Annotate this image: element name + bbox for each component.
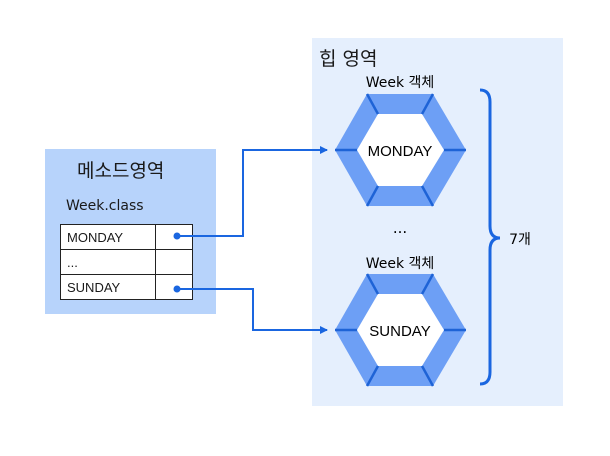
table-row: SUNDAY — [60, 274, 193, 300]
hexagon-inner — [357, 114, 444, 186]
hexagon-inner — [357, 294, 444, 366]
week-object-sunday: SUNDAY — [335, 273, 466, 387]
field-ref-cell — [155, 274, 193, 300]
table-row: MONDAY — [60, 224, 193, 250]
field-ref-cell — [155, 249, 193, 275]
week-object-monday: MONDAY — [335, 93, 466, 207]
reference-arrow-monday — [177, 146, 328, 237]
field-name: ... — [60, 249, 156, 275]
object-caption: Week 객체 — [366, 75, 435, 91]
reference-arrow-sunday — [177, 288, 328, 334]
method-area-title: 메소드영역 — [77, 160, 165, 182]
class-fields-table: MONDAY ... SUNDAY — [60, 224, 193, 300]
curly-brace — [479, 88, 501, 386]
object-value: MONDAY — [368, 143, 433, 160]
object-caption: Week 객체 — [366, 256, 435, 272]
object-value: SUNDAY — [369, 323, 430, 340]
heap-area-title: 힙 영역 — [319, 48, 378, 70]
field-name: SUNDAY — [60, 274, 156, 300]
class-name-label: Week.class — [66, 198, 144, 214]
heap-ellipsis: ... — [393, 219, 407, 237]
brace-label: 7개 — [509, 232, 531, 248]
table-row: ... — [60, 249, 193, 275]
field-name: MONDAY — [60, 224, 156, 250]
